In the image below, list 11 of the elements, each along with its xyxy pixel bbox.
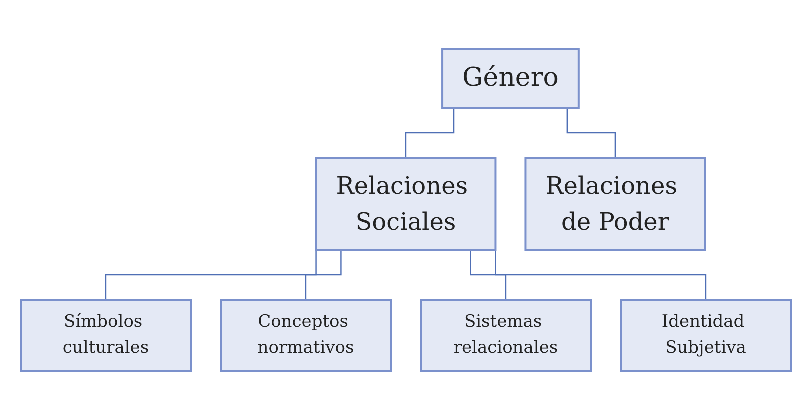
node-box: Sistemas relacionales xyxy=(420,298,592,372)
node-box: Identidad Subjetiva xyxy=(620,298,792,372)
node-box: Relaciones Sociales xyxy=(315,156,497,250)
connector xyxy=(470,250,507,300)
node-box: Género xyxy=(442,48,580,108)
node-box: Símbolos culturales xyxy=(20,298,192,372)
connector xyxy=(566,108,616,158)
node-box: Conceptos normativos xyxy=(220,298,392,372)
connector xyxy=(305,250,342,300)
connector xyxy=(405,108,455,158)
node-box: Relaciones de Poder xyxy=(524,156,706,250)
